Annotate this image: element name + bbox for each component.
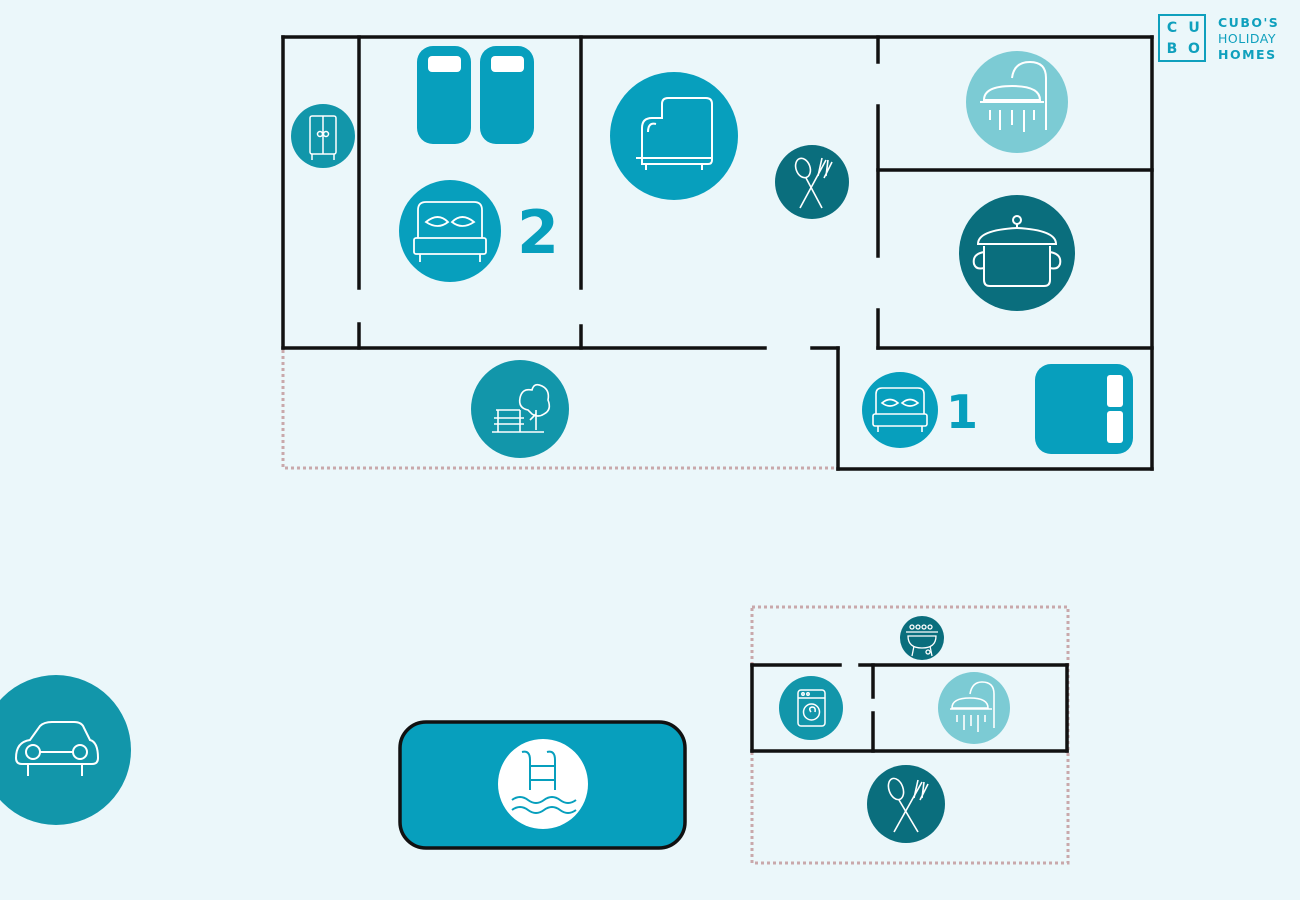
logo-line-3: HOMES	[1218, 47, 1277, 62]
logo-letter: O	[1188, 41, 1200, 57]
double-bed-icon	[1035, 364, 1133, 454]
main-house-walls	[281, 35, 1154, 471]
sofa-icon	[610, 72, 738, 200]
logo-line-2: HOLIDAY	[1218, 31, 1277, 46]
wardrobe-icon	[291, 104, 355, 168]
brand-logo: C U B O CUBO'S HOLIDAY HOMES	[1158, 14, 1298, 66]
logo-mark: C U B O	[1158, 14, 1206, 62]
bedroom-1-number: 1	[946, 385, 978, 439]
bedroom-2-number: 2	[517, 198, 559, 268]
garden-bench-icon	[471, 360, 569, 458]
shower-icon	[966, 51, 1068, 153]
shower-icon	[938, 672, 1010, 744]
swimming-pool-icon	[398, 720, 687, 850]
logo-letter: C	[1166, 20, 1178, 36]
double-bed-icon	[862, 372, 938, 448]
cutlery-icon	[775, 145, 849, 219]
car-icon	[0, 675, 131, 825]
annex-walls	[750, 663, 1069, 753]
washing-machine-icon	[779, 676, 843, 740]
single-bed-icon	[417, 46, 534, 144]
double-bed-icon	[399, 180, 501, 282]
terrace-boundary	[281, 350, 836, 470]
logo-line-1: CUBO'S	[1218, 15, 1280, 30]
logo-letter: B	[1166, 41, 1178, 57]
cooking-pot-icon	[959, 195, 1075, 311]
barbecue-icon	[900, 616, 944, 660]
logo-letter: U	[1188, 20, 1200, 36]
cutlery-icon	[867, 765, 945, 843]
logo-wordmark: CUBO'S HOLIDAY HOMES	[1218, 15, 1298, 63]
